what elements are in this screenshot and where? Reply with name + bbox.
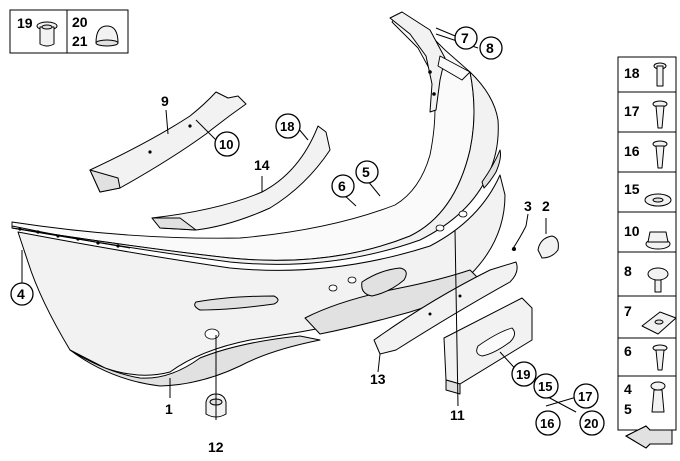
svg-text:3: 3 [524,198,532,214]
svg-text:20: 20 [584,416,598,431]
callout-8: 8 [479,36,503,60]
callout-18: 18 [275,113,301,139]
upper-bracket [389,11,471,113]
legend-label-5: 5 [624,401,632,417]
legend-label-17: 17 [624,103,640,119]
callout-2: 2 [542,198,550,214]
svg-text:9: 9 [161,93,169,109]
svg-text:5: 5 [362,164,370,180]
inset-label-21: 21 [72,33,88,49]
plate-carrier-11 [443,297,533,395]
legend-label-6: 6 [624,343,632,359]
svg-text:12: 12 [208,439,224,455]
screw-17-icon [652,100,668,129]
callout-12: 12 [208,439,224,455]
callout-6: 6 [331,174,355,198]
bracket-9 [89,91,247,193]
inset-box-top-left: 19 20 21 [9,9,129,54]
legend-label-18: 18 [624,65,640,81]
svg-text:15: 15 [538,379,552,394]
callout-19: 19 [511,361,537,387]
fastener-legend: 18 17 16 15 10 [617,56,677,431]
callout-3: 3 [524,198,532,214]
rivet-4-5-icon [650,381,666,413]
svg-text:8: 8 [486,40,494,56]
svg-text:10: 10 [219,137,233,152]
bracket-14 [151,125,331,231]
callout-20: 20 [579,410,605,436]
clip-19-icon [36,21,58,47]
legend-label-8: 8 [624,263,632,279]
clip-8-icon [647,267,669,293]
svg-text:7: 7 [461,30,469,46]
callout-11: 11 [450,407,465,423]
screw-6-icon [652,344,668,371]
svg-text:2: 2 [542,198,550,214]
svg-text:17: 17 [578,389,592,404]
callout-9: 9 [161,93,169,109]
svg-text:6: 6 [338,178,346,194]
inset-label-20: 20 [72,14,88,30]
cap-20-icon [95,25,119,47]
washer-15-icon [644,193,672,207]
svg-text:13: 13 [370,371,386,387]
wire-3 [511,225,527,251]
callout-17: 17 [573,383,599,409]
legend-label-15: 15 [624,181,640,197]
spring-nut-7-icon [641,311,677,335]
panel-13 [373,261,518,355]
legend-label-7: 7 [624,303,632,319]
legend-label-10: 10 [624,223,640,239]
screw-16-icon [652,140,668,169]
callout-7: 7 [454,26,478,50]
inset-label-19: 19 [17,15,33,31]
cap-2 [537,235,559,259]
svg-text:1: 1 [165,401,173,417]
screw-18-icon [653,62,667,87]
callout-14: 14 [254,157,270,173]
orientation-arrow-icon [624,425,673,449]
callout-13: 13 [370,371,386,387]
svg-text:11: 11 [450,407,465,423]
callout-1: 1 [165,401,173,417]
svg-text:14: 14 [254,157,270,173]
svg-text:19: 19 [516,367,530,382]
callout-16: 16 [535,410,561,436]
nut-10-icon [645,231,671,250]
callout-4: 4 [10,282,34,306]
svg-text:16: 16 [540,416,554,431]
svg-text:4: 4 [17,286,25,302]
svg-text:18: 18 [280,119,294,134]
legend-label-4: 4 [624,381,632,397]
callout-10: 10 [214,131,240,157]
callout-5: 5 [355,160,379,184]
legend-label-16: 16 [624,143,640,159]
callout-15: 15 [533,373,559,399]
